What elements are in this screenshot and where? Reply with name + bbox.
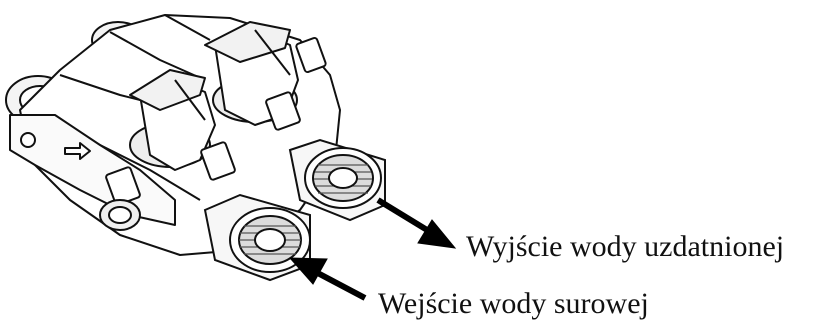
valve-clips	[105, 36, 327, 206]
bottom-port	[99, 199, 141, 231]
outlet-label: Wyjście wody uzdatnionej	[466, 230, 785, 263]
inlet-arrow	[288, 257, 367, 301]
outlet-port	[288, 138, 386, 222]
outlet-arrow	[376, 197, 457, 249]
left-lever	[129, 69, 216, 171]
inlet-port	[203, 193, 311, 282]
inlet-label: Wejście wody surowej	[378, 287, 649, 320]
